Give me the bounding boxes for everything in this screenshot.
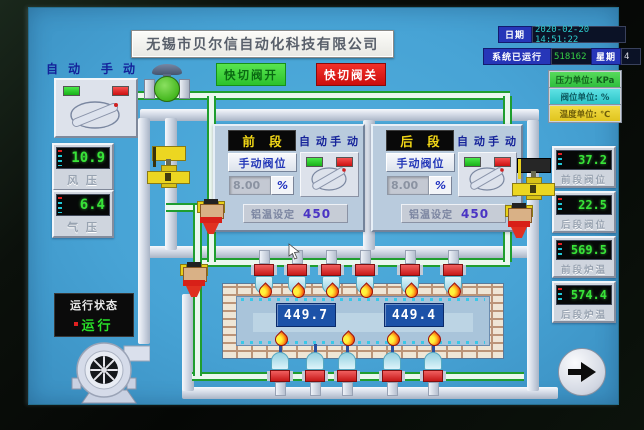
valve-symbol-icon [311,167,347,191]
zone-mode-labels: 自 动 手 动 [457,133,517,149]
burner-icon [337,352,357,396]
rear-control-valve-icon[interactable] [511,158,555,204]
setpoint-value: 450 [461,206,490,221]
weekday-label: 星期 [591,48,621,65]
wind-pressure-label: 风 压 [67,174,99,187]
auto-manual-labels: 自 动 手 动 [46,60,138,77]
date-label: 日期 [498,26,532,43]
quick-valve-close-button[interactable]: 快切阀关 [316,63,386,86]
rear-zone-panel: 后 段 自 动 手 动 手动阀位 8.00 % 铝温设定 450 [371,124,523,232]
pressure-unit-legend: 压力单位: KPa [548,70,622,89]
front-control-valve-icon[interactable] [146,146,190,192]
gas-pressure-value: 6.4 [79,197,105,213]
date-value: 2020-02-20 14:51:22 [532,25,626,45]
manual-label: 手 动 [488,135,517,148]
front-zone-panel: 前 段 自 动 手 动 手动阀位 8.00 % 铝温设定 450 [213,124,365,232]
page-title: 无锡市贝尔信自动化科技有限公司 [131,30,394,58]
setpoint-value: 450 [303,206,332,221]
main-valve-indicator-panel [54,78,138,138]
auto-label: 自 动 [46,62,84,76]
manual-valve-button[interactable]: 手动阀位 [228,153,297,172]
green-lamp-icon [464,157,481,167]
valve-symbol-icon [469,167,505,191]
runtime-label: 系统已运行 [483,48,551,65]
rear-valve-pos-instrument: 22.5 后段阀位 [552,191,616,233]
gas-pressure-label: 气 压 [67,221,99,234]
front-valve-pos-label: 前段阀位 [560,175,607,186]
gas-pipe [196,258,510,267]
valve-position-input[interactable]: 8.00 [387,176,429,195]
rear-furnace-temp-instrument: 574.4 后段炉温 [552,281,616,323]
zone-title: 后 段 [386,130,454,151]
rear-valve-pos-label: 后段阀位 [560,220,607,231]
temp-setpoint: 铝温设定 450 [243,204,348,223]
burner-icon [382,352,402,396]
valve-position-input[interactable]: 8.00 [229,176,271,195]
red-lamp-icon [494,157,511,167]
valve-symbol-icon [70,101,120,129]
pilot-burner-icon [505,203,533,241]
auto-label: 自 动 [457,135,486,148]
run-status-label: 运行状态 [70,298,118,312]
pilot-burner-icon [197,199,225,237]
cursor-pointer-icon [288,243,301,260]
pipe [182,294,194,391]
front-furnace-temp-instrument: 569.5 前段炉温 [552,236,616,278]
wind-pressure-instrument: 10.9 风 压 [52,143,114,191]
burner-icon [270,352,290,396]
zone-mode-labels: 自 动 手 动 [299,133,359,149]
zone-title: 前 段 [228,130,296,151]
front-valve-pos-instrument: 37.2 前段阀位 [552,146,616,188]
quick-valve-open-button[interactable]: 快切阀开 [216,63,286,86]
furnace-front-temp-display: 449.7 [276,303,336,327]
red-lamp-icon [336,157,353,167]
temp-setpoint: 铝温设定 450 [401,204,506,223]
valve-indicator-panel [300,152,359,197]
right-arrow-icon [568,362,596,382]
manual-valve-button[interactable]: 手动阀位 [386,153,455,172]
gas-pressure-instrument: 6.4 气 压 [52,190,114,238]
ball-valve-icon[interactable] [144,64,190,108]
green-lamp-icon [306,157,323,167]
setpoint-label: 铝温设定 [409,210,453,221]
status-dot-icon [74,322,79,326]
gas-pipe [166,203,210,212]
gas-pipe [192,372,524,381]
rear-furnace-temp-value: 574.4 [570,288,607,302]
pipe [144,246,539,258]
front-valve-pos-value: 37.2 [578,153,607,167]
valve-indicator-panel [458,152,517,197]
manual-label: 手 动 [100,62,138,76]
red-lamp-icon [112,86,129,96]
front-furnace-temp-value: 569.5 [570,243,607,257]
pipe [140,109,539,121]
valve-unit-button[interactable]: % [271,176,294,195]
green-lamp-icon [63,86,80,96]
run-status-box: 运行状态 运行 [54,293,134,337]
manual-label: 手 动 [330,135,359,148]
temp-unit-legend: 温度单位: ℃ [548,104,622,123]
valve-unit-legend: 阀位单位: % [548,87,622,106]
rear-furnace-temp-label: 后段炉温 [560,310,607,321]
gas-pipe [116,91,510,100]
next-page-button[interactable] [558,348,606,396]
pipe [182,387,558,399]
front-furnace-temp-label: 前段炉温 [560,265,607,276]
burner-icon [305,352,325,396]
burner-icon [423,352,443,396]
rear-valve-pos-value: 22.5 [578,198,607,212]
valve-unit-button[interactable]: % [429,176,452,195]
setpoint-label: 铝温设定 [251,210,295,221]
furnace-rear-temp-display: 449.4 [384,303,444,327]
auto-label: 自 动 [299,135,328,148]
blower-fan-icon [71,342,150,404]
pilot-burner-icon [180,262,208,300]
weekday-value: 4 [621,48,641,65]
runtime-value: 518162 [551,48,593,65]
wind-pressure-value: 10.9 [71,150,105,166]
run-status-value: 运行 [74,315,113,334]
